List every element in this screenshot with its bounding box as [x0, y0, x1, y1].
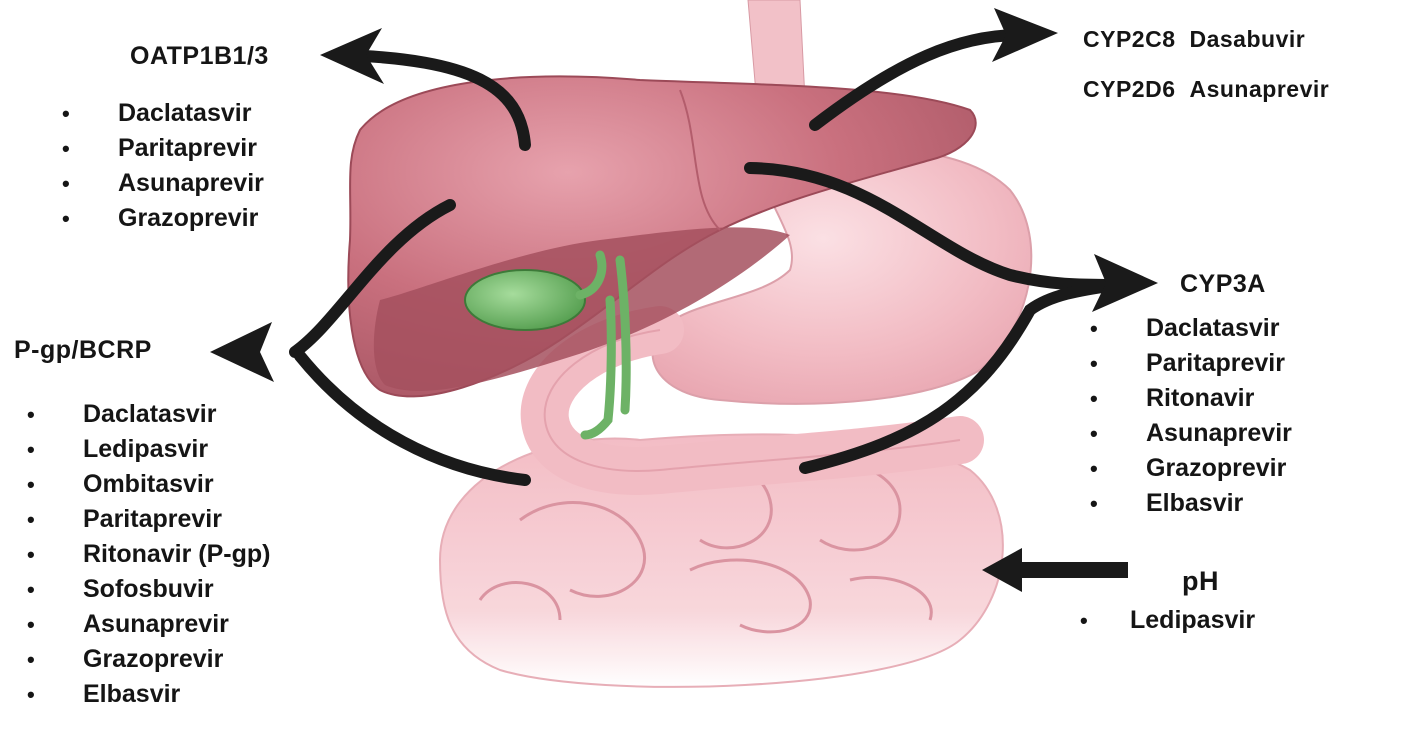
cyp3a-drug: Asunaprevir [1090, 416, 1292, 451]
pgp-drug-list: Daclatasvir Ledipasvir Ombitasvir Parita… [27, 397, 271, 712]
enzyme-drug: Asunaprevir [1189, 76, 1329, 103]
pgp-drug: Daclatasvir [27, 397, 271, 432]
enzyme-label: CYP2D6 [1083, 76, 1175, 103]
oatp-heading: OATP1B1/3 [130, 42, 269, 71]
enzyme-label: CYP2C8 [1083, 26, 1175, 53]
ph-drug-list: Ledipasvir [1080, 603, 1255, 638]
pgp-drug: Ritonavir (P-gp) [27, 537, 271, 572]
ph-heading: pH [1182, 566, 1219, 597]
pgp-drug: Ledipasvir [27, 432, 271, 467]
cyp3a-drug: Elbasvir [1090, 486, 1292, 521]
arrowhead-pgp [210, 322, 274, 382]
cyp2d6-row: CYP2D6 Asunaprevir [1083, 76, 1329, 103]
oatp-drug: Paritaprevir [62, 131, 264, 166]
pgp-drug: Grazoprevir [27, 642, 271, 677]
cyp3a-drug: Ritonavir [1090, 381, 1292, 416]
cyp3a-drug: Paritaprevir [1090, 346, 1292, 381]
pgp-drug: Elbasvir [27, 677, 271, 712]
pgp-drug: Asunaprevir [27, 607, 271, 642]
cyp3a-drug: Daclatasvir [1090, 311, 1292, 346]
pgp-drug: Ombitasvir [27, 467, 271, 502]
cyp3a-drug-list: Daclatasvir Paritaprevir Ritonavir Asuna… [1090, 311, 1292, 521]
pgp-heading: P-gp/BCRP [14, 336, 152, 365]
pgp-drug: Sofosbuvir [27, 572, 271, 607]
oatp-drug: Asunaprevir [62, 166, 264, 201]
ph-drug: Ledipasvir [1080, 603, 1255, 638]
cyp3a-drug: Grazoprevir [1090, 451, 1292, 486]
cyp2c8-row: CYP2C8 Dasabuvir [1083, 26, 1305, 53]
oatp-drug: Grazoprevir [62, 201, 264, 236]
gallbladder [465, 270, 585, 330]
pgp-drug: Paritaprevir [27, 502, 271, 537]
oatp-drug: Daclatasvir [62, 96, 264, 131]
oatp-drug-list: Daclatasvir Paritaprevir Asunaprevir Gra… [62, 96, 264, 236]
cyp3a-heading: CYP3A [1180, 270, 1266, 299]
enzyme-drug: Dasabuvir [1189, 26, 1305, 53]
